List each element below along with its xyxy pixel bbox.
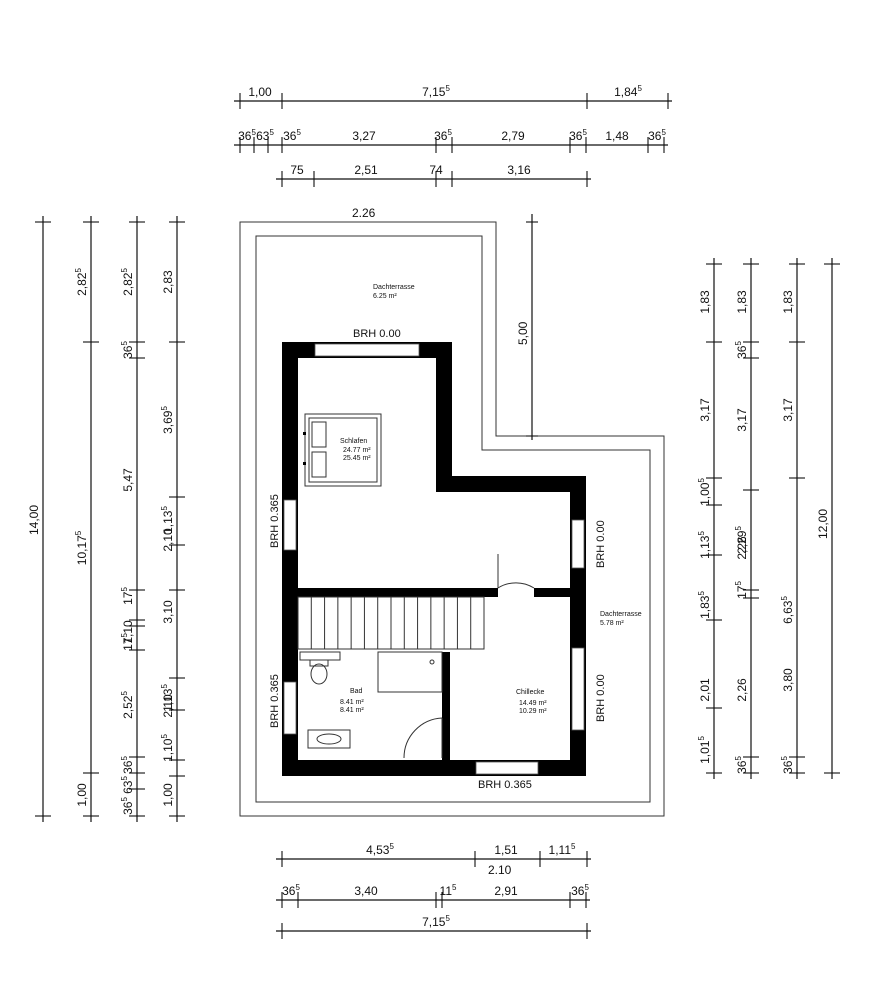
top_row2-label-7: 1,48 — [605, 129, 629, 143]
left_col4-label-0: 2,83 — [161, 270, 175, 294]
top_row2-label-5: 2,79 — [501, 129, 525, 143]
right_col1-label-5: 2,01 — [698, 678, 712, 702]
brh-top-label: BRH 0.00 — [353, 328, 401, 340]
left_col3-label-6: 2,525 — [120, 691, 135, 719]
bottom_row1-label-1: 1,51 — [494, 843, 518, 857]
bottom_row2-label-1: 3,40 — [354, 884, 378, 898]
terrace-right-area: 5.78 m² — [600, 620, 624, 627]
bad-area-2: 8.41 m² — [340, 707, 364, 714]
top_row2-label-3: 3,27 — [352, 129, 376, 143]
interior-walls — [298, 588, 570, 760]
brh-left-lower-label: BRH 0.365 — [269, 674, 281, 728]
brh-right-lower-label: BRH 0.00 — [595, 674, 607, 722]
terrace-right-name: Dachterrasse — [600, 611, 642, 618]
right_col2-label-4: 2,295 — [734, 526, 749, 554]
bottom_row1-label-2: 1,115 — [549, 842, 576, 857]
schlafen-area-2: 25.45 m² — [343, 455, 371, 462]
left_col3-label-3: 1,10 — [121, 620, 135, 644]
top_row1-label-1: 7,155 — [422, 84, 450, 99]
left_col1-label-0: 14,00 — [27, 505, 41, 535]
left_col3-label-0: 2,825 — [120, 268, 135, 296]
left_col3-label-4: 175 — [120, 587, 135, 605]
left_col3-label-2: 5,47 — [121, 468, 135, 492]
bad-name: Bad — [350, 688, 363, 695]
terrace-width-label: 2.26 — [352, 206, 376, 220]
right_col2-label-3: 2,26 — [735, 536, 749, 560]
brh-left-upper-label: BRH 0.365 — [269, 494, 281, 548]
top_row1-label-2: 1,845 — [614, 84, 642, 99]
schlafen-name: Schlafen — [340, 438, 367, 445]
right_col2-label-7: 365 — [734, 756, 749, 774]
bottom_row3-label-0: 7,155 — [422, 914, 450, 929]
right_col2-label-2: 3,17 — [735, 408, 749, 432]
top_row2-label-1: 635 — [256, 128, 274, 143]
terrace-top-area: 6.25 m² — [373, 293, 397, 300]
right_col1-label-1: 3,17 — [698, 398, 712, 422]
right_col4-label-0: 12,00 — [816, 509, 830, 539]
top_row2-label-6: 365 — [569, 128, 587, 143]
right_col3-label-2: 6,635 — [780, 596, 795, 624]
top_row2-label-4: 365 — [434, 128, 452, 143]
right_col1-label-2: 1,005 — [697, 478, 712, 506]
left_col2-label-1: 10,175 — [74, 530, 89, 565]
left_col4-label-3: 2,10 — [161, 528, 175, 552]
right_col2-label-6: 2,26 — [735, 678, 749, 702]
right_col2-label-1: 365 — [734, 341, 749, 359]
left_col4-label-2: 1,135 — [160, 506, 175, 534]
left_col2-label-0: 2,825 — [74, 268, 89, 296]
doors — [403, 554, 535, 759]
right_col3-label-3: 3,80 — [781, 668, 795, 692]
terrace-top-name: Dachterrasse — [373, 284, 415, 291]
left_col4-label-4: 3,10 — [161, 600, 175, 624]
bad-area-1: 8.41 m² — [340, 699, 364, 706]
right_col2-label-0: 1,83 — [735, 290, 749, 314]
roof-inner-edge — [255, 235, 651, 803]
terrace-depth-dimension — [526, 214, 538, 440]
left_col3-label-7: 365 — [120, 756, 135, 774]
windows — [283, 343, 585, 775]
bottom_row1-label-0: 4,535 — [366, 842, 394, 857]
left_col4-label-1: 3,695 — [160, 406, 175, 434]
right_col3-label-0: 1,83 — [781, 290, 795, 314]
right_col3-label-1: 3,17 — [781, 398, 795, 422]
terrace-depth-label: 5,00 — [516, 321, 530, 345]
top_row3-label-3: 3,16 — [507, 163, 531, 177]
bottom_row2-label-2: 115 — [440, 883, 457, 898]
top_row3-label-0: 75 — [290, 163, 304, 177]
bathroom-fixtures — [299, 651, 443, 749]
roof-outline — [239, 221, 665, 817]
right_col3-label-4: 365 — [780, 756, 795, 774]
right_col1-label-6: 1,015 — [697, 736, 712, 764]
left_col3-label-1: 365 — [120, 341, 135, 359]
top_row3-label-1: 2,51 — [354, 163, 378, 177]
chillecke-area-2: 10.29 m² — [519, 708, 547, 715]
left_col3-label-8: 635 — [120, 776, 135, 794]
right_col1-label-4: 1,835 — [697, 591, 712, 619]
dimension-lines: 1,00 7,155 1,845 365 635 365 3,27 365 2,79 365 1,4… — [27, 84, 840, 939]
brh-right-upper-label: BRH 0.00 — [595, 520, 607, 568]
chillecke-name: Chillecke — [516, 689, 545, 696]
top_row3-label-2: 74 — [429, 163, 443, 177]
right_col2-label-5: 175 — [734, 581, 749, 599]
right_col1-label-3: 1,135 — [697, 531, 712, 559]
brh-bottom-label: BRH 0.365 — [478, 779, 532, 791]
left_col2-label-2: 1,00 — [75, 783, 89, 807]
left_col4-label-8: 1,00 — [161, 783, 175, 807]
left_col4-label-5: 1,135 — [160, 684, 175, 712]
left_col3-label-9: 365 — [120, 797, 135, 815]
schlafen-area-1: 24.77 m² — [343, 447, 371, 454]
bottom_row2-label-4: 365 — [571, 883, 589, 898]
left_col4-label-6: 2,10 — [161, 694, 175, 718]
left_col4-label-7: 1,105 — [160, 734, 175, 762]
chillecke-area-1: 14.49 m² — [519, 700, 547, 707]
bottom-sub-label: 2.10 — [488, 863, 512, 877]
staircase — [297, 596, 485, 650]
right_col1-label-0: 1,83 — [698, 290, 712, 314]
bed — [303, 413, 382, 487]
top_row2-label-2: 365 — [283, 128, 301, 143]
top_row1-label-0: 1,00 — [248, 85, 272, 99]
bottom_row2-label-3: 2,91 — [494, 884, 518, 898]
